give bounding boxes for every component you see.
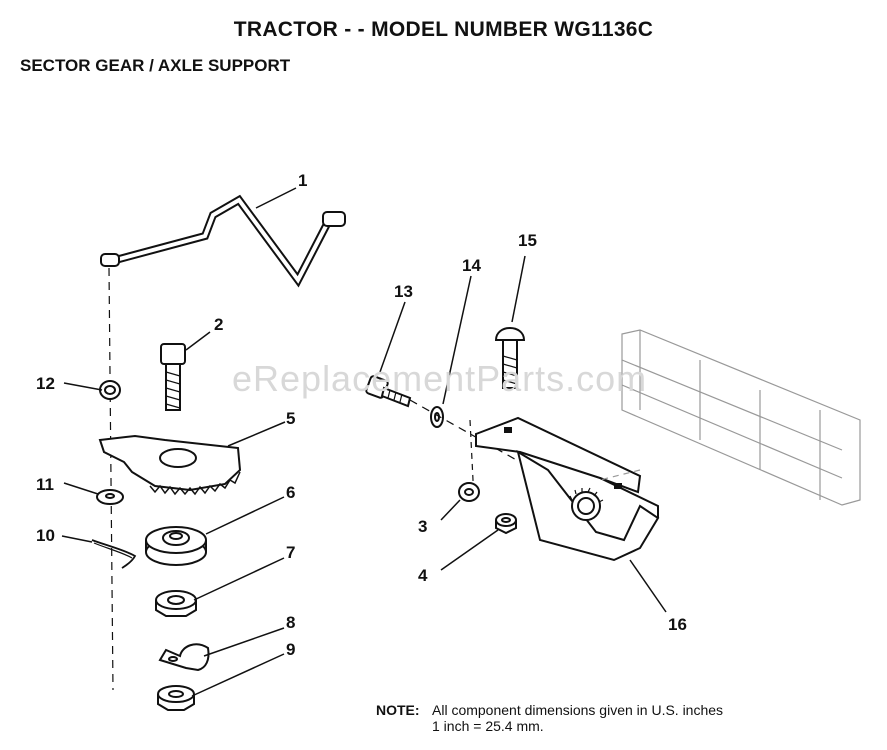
tractor-frame-outline — [599, 329, 861, 506]
part-clamp-8 — [158, 643, 210, 672]
part-spacer-6 — [145, 526, 207, 566]
note-box: NOTE: All component dimensions given in U… — [376, 702, 723, 734]
part-nut-7 — [155, 590, 197, 617]
callout-13: 13 — [394, 282, 413, 301]
callout-8: 8 — [286, 613, 295, 632]
callout-10: 10 — [36, 526, 55, 545]
note-line-2: 1 inch = 25.4 mm. — [432, 718, 544, 734]
note-label: NOTE: — [376, 702, 420, 718]
callout-7: 7 — [286, 543, 295, 562]
part-bolt-13 — [365, 375, 412, 408]
callout-15: 15 — [518, 231, 537, 250]
part-nut-12 — [99, 380, 121, 400]
part-nut-4 — [495, 513, 517, 535]
callout-14: 14 — [462, 256, 481, 275]
callout-9: 9 — [286, 640, 295, 659]
part-washer-14 — [430, 406, 444, 428]
diagram-subtitle: SECTOR GEAR / AXLE SUPPORT — [20, 56, 291, 75]
callout-numbers: 1 2 3 4 5 6 7 8 9 10 11 12 13 14 15 16 — [36, 171, 687, 659]
callout-6: 6 — [286, 483, 295, 502]
part-drag-link — [100, 194, 346, 288]
part-nut-3 — [458, 482, 480, 502]
callout-3: 3 — [418, 517, 427, 536]
callout-16: 16 — [668, 615, 687, 634]
callout-2: 2 — [214, 315, 223, 334]
diagram-title: TRACTOR - - MODEL NUMBER WG1136C — [233, 18, 654, 41]
callout-11: 11 — [36, 475, 54, 494]
leader-lines — [61, 187, 667, 697]
note-line-1: All component dimensions given in U.S. i… — [432, 702, 724, 718]
callout-4: 4 — [418, 566, 428, 585]
part-axle-support — [475, 416, 660, 562]
part-carriage-bolt-15 — [494, 327, 526, 389]
part-washer-11 — [96, 489, 124, 505]
part-sector-gear — [98, 434, 242, 496]
callout-5: 5 — [286, 409, 295, 428]
callout-1: 1 — [298, 171, 307, 190]
part-bolt-2 — [160, 343, 186, 411]
callout-12: 12 — [36, 374, 55, 393]
part-cotter-pin — [91, 539, 137, 569]
part-nut-9 — [157, 685, 195, 711]
